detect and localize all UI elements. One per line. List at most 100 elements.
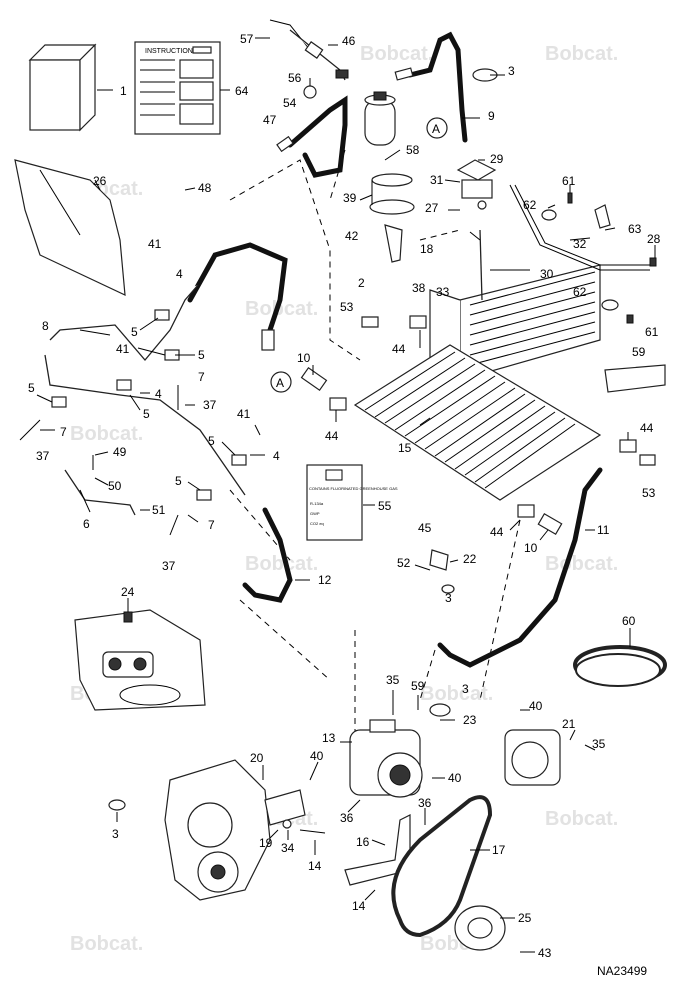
svg-text:Bobcat.: Bobcat. <box>545 43 618 65</box>
svg-text:Bobcat.: Bobcat. <box>70 933 143 955</box>
leader-lines <box>36 37 656 953</box>
fitting-10 <box>300 366 328 392</box>
callout-10: 10 <box>524 541 538 555</box>
callout-35: 35 <box>592 737 606 751</box>
callout-2: 2 <box>358 276 365 290</box>
callout-4: 4 <box>155 387 162 401</box>
decal-row: R-134a <box>310 501 324 506</box>
fitting-10 <box>537 512 563 536</box>
callout-7: 7 <box>198 370 205 384</box>
bracket-39 <box>369 173 415 215</box>
clip-61 <box>626 314 634 324</box>
callout-29: 29 <box>490 152 504 166</box>
callout-58: 58 <box>406 143 420 157</box>
callout-16: 16 <box>356 835 370 849</box>
callout-39: 39 <box>343 191 357 205</box>
callout-3: 3 <box>445 591 452 605</box>
tensioner-bracket-16 <box>344 814 411 886</box>
clamp-3 <box>441 584 455 594</box>
callout-36: 36 <box>340 811 354 825</box>
bolt-37 <box>169 514 179 536</box>
routing-dashed-lines <box>229 149 521 760</box>
callout-44: 44 <box>392 342 406 356</box>
watermark-logo: Bobcat. Bobcat. <box>360 43 618 65</box>
callout-27: 27 <box>425 201 439 215</box>
drain-hose-32 <box>509 184 650 271</box>
callout-57: 57 <box>240 32 254 46</box>
callout-26: 26 <box>93 174 107 188</box>
callout-44: 44 <box>325 429 339 443</box>
hose-12 <box>242 507 293 603</box>
clamp-5 <box>196 489 212 501</box>
compressor-13 <box>349 719 423 798</box>
control-panel-24 <box>74 609 206 711</box>
callout-5: 5 <box>208 434 215 448</box>
callout-61: 61 <box>645 325 659 339</box>
callout-36: 36 <box>418 796 432 810</box>
svg-text:A: A <box>276 376 284 390</box>
condenser-15 <box>353 344 602 501</box>
callout-54: 54 <box>283 96 297 110</box>
callout-47: 47 <box>263 113 277 127</box>
clip-61 <box>567 192 573 204</box>
bracket-18 <box>384 224 403 263</box>
bolt-37 <box>19 419 41 441</box>
callout-7: 7 <box>60 425 67 439</box>
callout-19: 19 <box>259 836 273 850</box>
callout-40: 40 <box>448 771 462 785</box>
callout-5: 5 <box>143 407 150 421</box>
callout-41: 41 <box>237 407 251 421</box>
callout-41: 41 <box>116 342 130 356</box>
bracket-44 <box>409 315 427 329</box>
svg-text:Bobcat.: Bobcat. <box>360 43 433 65</box>
hose-9 <box>394 31 468 143</box>
pressure-switch-hose-46 <box>269 19 349 81</box>
figure-id: NA23499 <box>597 964 647 978</box>
callout-35: 35 <box>386 673 400 687</box>
hose-11 <box>437 467 603 668</box>
callout-50: 50 <box>108 479 122 493</box>
callout-8: 8 <box>42 319 49 333</box>
callout-56: 56 <box>288 71 302 85</box>
decal-title: CONTAINS FLUORINATED GREENHOUSE GAS <box>309 486 398 491</box>
clamp-5 <box>231 454 247 466</box>
callout-10: 10 <box>297 351 311 365</box>
bracket-62 <box>541 209 557 221</box>
callout-13: 13 <box>322 731 336 745</box>
callout-3: 3 <box>508 64 515 78</box>
callout-61: 61 <box>562 174 576 188</box>
callout-3: 3 <box>462 682 469 696</box>
callout-44: 44 <box>490 525 504 539</box>
callout-64: 64 <box>235 84 249 98</box>
bolt-14 <box>299 829 326 834</box>
callout-49: 49 <box>113 445 127 459</box>
clamp-5 <box>116 379 132 391</box>
callout-9: 9 <box>488 109 495 123</box>
callout-24: 24 <box>121 585 135 599</box>
callout-4: 4 <box>176 267 183 281</box>
connection-marker-a: A <box>270 371 292 393</box>
expansion-valve-29 <box>456 159 497 210</box>
callout-34: 34 <box>281 841 295 855</box>
callout-48: 48 <box>198 181 212 195</box>
connector-63 <box>594 204 611 229</box>
callout-53: 53 <box>340 300 354 314</box>
callout-20: 20 <box>250 751 264 765</box>
clamp-3 <box>429 703 451 717</box>
callout-41: 41 <box>148 237 162 251</box>
callout-14: 14 <box>352 899 366 913</box>
callout-62: 62 <box>573 285 587 299</box>
callout-15: 15 <box>398 441 412 455</box>
callout-5: 5 <box>131 325 138 339</box>
instructions-manual-64: INSTRUCTIONS <box>134 41 221 135</box>
callout-60: 60 <box>622 614 636 628</box>
callout-21: 21 <box>562 717 576 731</box>
callout-30: 30 <box>540 267 554 281</box>
receiver-drier-58 <box>364 91 396 146</box>
callout-51: 51 <box>152 503 166 517</box>
callout-3: 3 <box>112 827 119 841</box>
svg-text:Bobcat.: Bobcat. <box>545 808 618 830</box>
callout-44: 44 <box>640 421 654 435</box>
callout-59: 59 <box>411 679 425 693</box>
